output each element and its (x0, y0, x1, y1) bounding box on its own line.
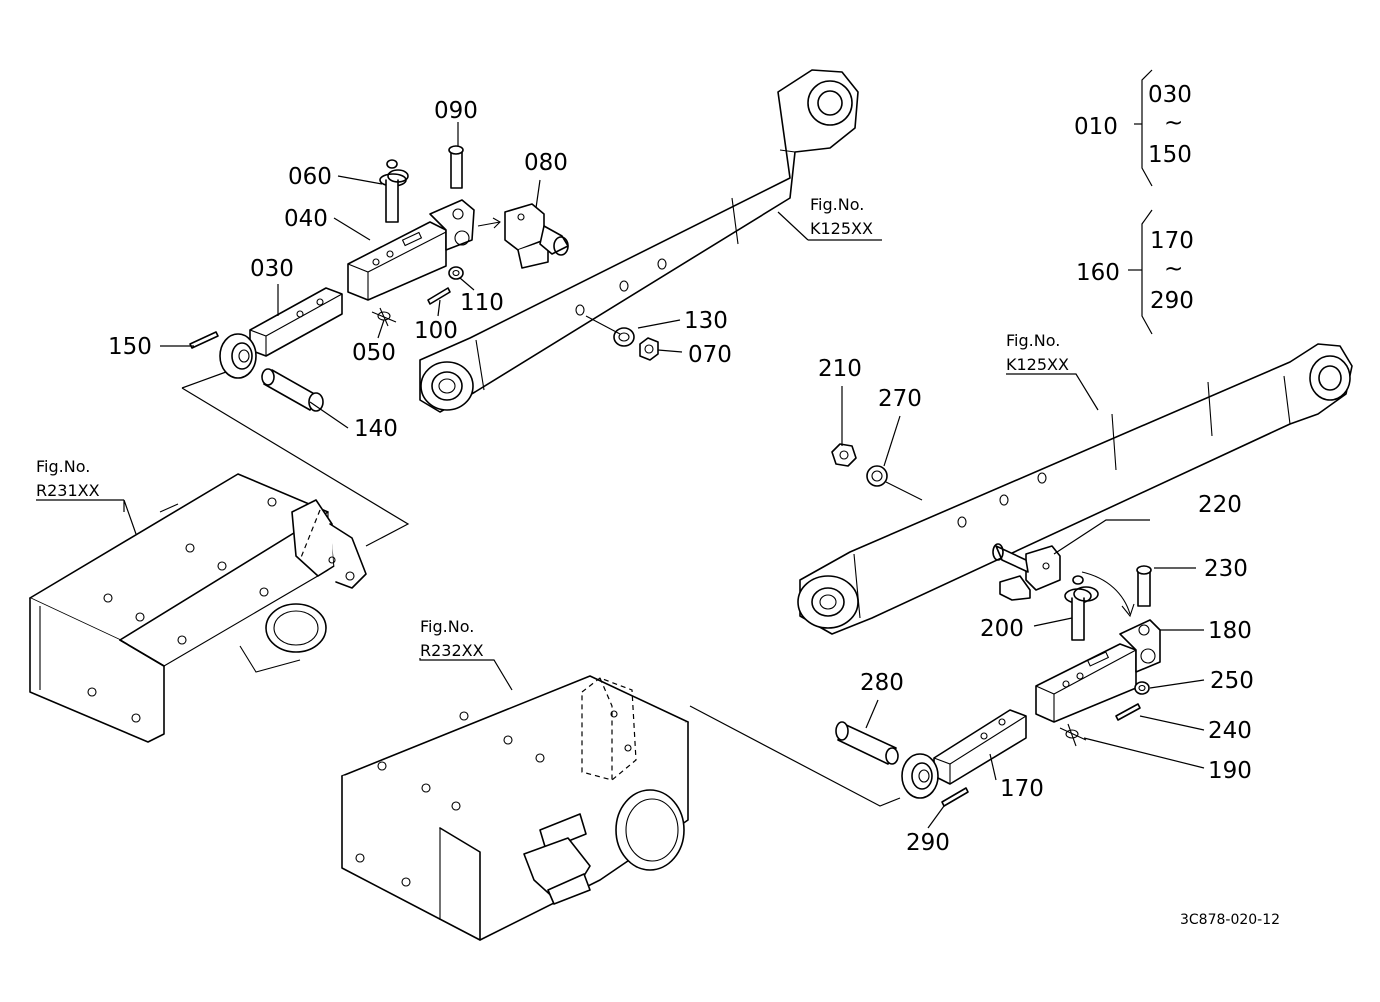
label-010-tilde: ~ (1164, 110, 1183, 136)
label-130: 130 (684, 308, 728, 334)
label-250: 250 (1210, 668, 1254, 694)
clip-050 (371, 307, 397, 327)
pin-060 (379, 159, 409, 223)
pin-280 (835, 721, 899, 765)
label-140: 140 (354, 416, 398, 442)
stabilizer-bracket-080 (477, 203, 569, 269)
rotation-arrow (1081, 571, 1131, 615)
label-160: 160 (1076, 260, 1120, 286)
group-brace-010 (1134, 69, 1153, 187)
figref-k125-right-label: Fig.No. (1006, 331, 1060, 350)
washer-270 (866, 465, 888, 487)
washer-250 (1134, 681, 1150, 695)
figref-k125-left: K125XX (810, 219, 873, 238)
washer-130-hole (618, 332, 630, 342)
label-050: 050 (352, 340, 396, 366)
drawing-code: 3C878-020-12 (1180, 912, 1280, 928)
frame-r231 (29, 473, 367, 743)
turnbuckle-tube-180 (1035, 619, 1161, 723)
label-180: 180 (1208, 618, 1252, 644)
label-280: 280 (860, 670, 904, 696)
split-pin-240 (1115, 703, 1141, 721)
label-060: 060 (288, 164, 332, 190)
assembly-line-270 (885, 481, 923, 501)
assembly-line-130 (585, 315, 621, 335)
turnbuckle-tube-040 (347, 199, 475, 301)
pin-200 (1064, 575, 1099, 641)
lower-link-right (797, 343, 1353, 635)
label-110: 110 (460, 290, 504, 316)
label-100: 100 (414, 318, 458, 344)
label-080: 080 (524, 150, 568, 176)
washer-130 (613, 327, 635, 347)
pin-090 (448, 145, 464, 189)
label-290: 290 (906, 830, 950, 856)
label-010: 010 (1074, 114, 1118, 140)
label-200: 200 (980, 616, 1024, 642)
label-010-to: 150 (1148, 142, 1192, 168)
label-150-left: 150 (108, 334, 152, 360)
group-brace-160 (1128, 209, 1153, 335)
label-210: 210 (818, 356, 862, 382)
stabilizer-bracket-220 (992, 543, 1061, 601)
washer-110 (448, 266, 464, 280)
label-010-from: 030 (1148, 82, 1192, 108)
pin-140 (261, 368, 324, 412)
washer-270-hole (871, 470, 883, 482)
guide-line-left-a (181, 371, 227, 389)
label-070: 070 (688, 342, 732, 368)
figref-r231-label: Fig.No. (36, 457, 90, 476)
rotation-arrow-head (1121, 603, 1135, 618)
clip-190 (1059, 723, 1087, 747)
leader-lines (36, 122, 1205, 829)
label-160-from: 170 (1150, 228, 1194, 254)
split-pin-100 (427, 287, 451, 305)
label-270: 270 (878, 386, 922, 412)
figref-r232-label: Fig.No. (420, 617, 474, 636)
pin-230 (1136, 565, 1152, 607)
label-220: 220 (1198, 492, 1242, 518)
turnbuckle-rod-030 (219, 287, 343, 379)
label-090: 090 (434, 98, 478, 124)
frame-r232 (341, 675, 689, 941)
label-240: 240 (1208, 718, 1252, 744)
label-160-tilde: ~ (1164, 256, 1183, 282)
nut-210 (831, 443, 857, 467)
nut-070-hole (644, 344, 654, 354)
label-160-to: 290 (1150, 288, 1194, 314)
figref-k125-right: K125XX (1006, 355, 1069, 374)
split-pin-290 (941, 787, 969, 807)
turnbuckle-rod-170 (901, 709, 1027, 799)
label-040: 040 (284, 206, 328, 232)
nut-210-hole (839, 450, 849, 460)
figref-r232: R232XX (420, 641, 484, 660)
lower-link-left (419, 69, 859, 413)
guide-line-center (689, 705, 901, 807)
label-170: 170 (1000, 776, 1044, 802)
washer-110-hole (452, 269, 460, 277)
label-030: 030 (250, 256, 294, 282)
split-pin-150 (189, 331, 219, 349)
nut-070 (639, 337, 659, 361)
washer-250-hole (1138, 684, 1146, 692)
figref-r231: R231XX (36, 481, 100, 500)
label-230: 230 (1204, 556, 1248, 582)
guide-line-left-b (181, 387, 410, 547)
label-190: 190 (1208, 758, 1252, 784)
figref-k125-left-label: Fig.No. (810, 195, 864, 214)
